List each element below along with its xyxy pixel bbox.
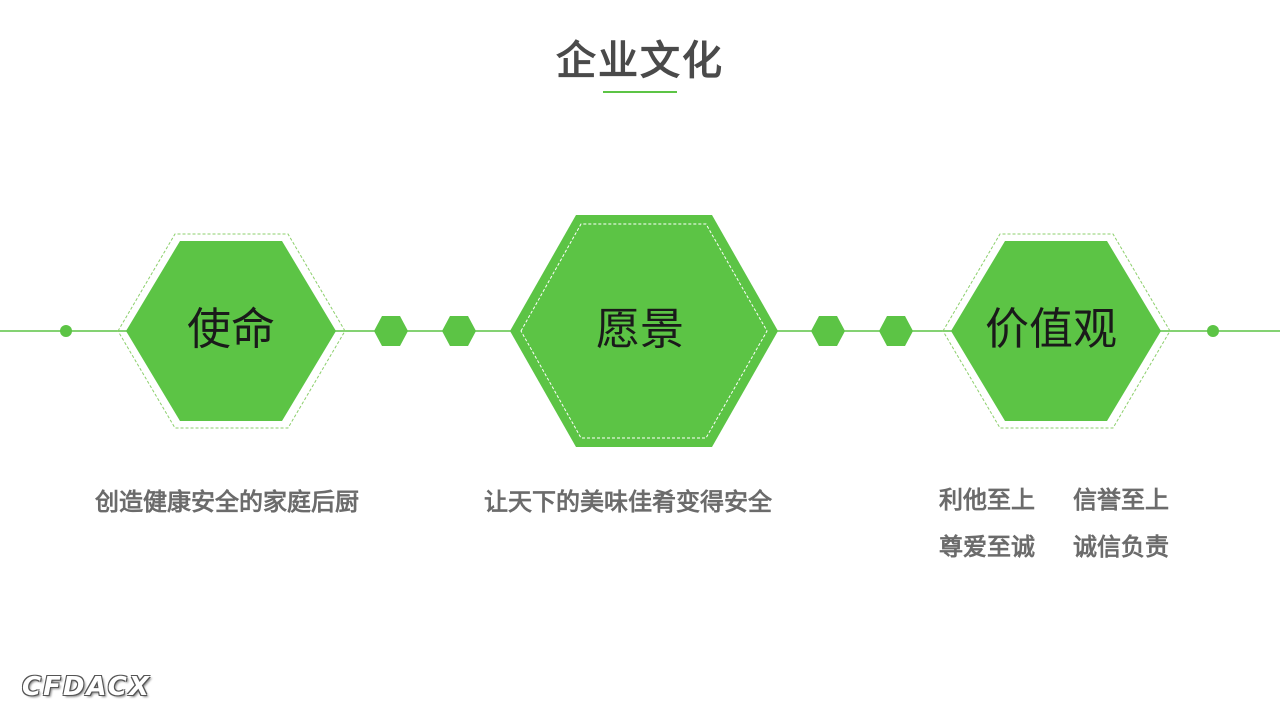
timeline-end-dot-left — [60, 325, 72, 337]
values-hexagon — [951, 241, 1161, 421]
watermark: CFDACX — [22, 672, 151, 702]
mission-hexagon-outline — [117, 233, 346, 429]
page-title: 企业文化 — [556, 38, 724, 84]
vision-hexagon — [510, 215, 778, 447]
mission-description: 创造健康安全的家庭后厨 — [95, 488, 359, 516]
title-underline — [603, 91, 677, 93]
value-item: 信誉至上 — [1073, 486, 1169, 514]
values-hexagon-outline — [942, 233, 1171, 429]
connector-hexagon — [879, 316, 913, 346]
timeline-end-dot-right — [1207, 325, 1219, 337]
mission-hexagon — [126, 241, 336, 421]
vision-description: 让天下的美味佳肴变得安全 — [484, 488, 772, 516]
connector-hexagon — [374, 316, 408, 346]
value-item: 利他至上 — [939, 486, 1035, 514]
value-item: 尊爱至诚 — [939, 533, 1035, 561]
vision-hexagon-inner-outline — [520, 223, 768, 439]
value-item: 诚信负责 — [1073, 533, 1169, 561]
values-list: 利他至上 信誉至上 尊爱至诚 诚信负责 — [939, 480, 1179, 562]
connector-hexagon — [442, 316, 476, 346]
mission-label: 使命 — [187, 304, 275, 355]
values-label: 价值观 — [985, 304, 1117, 355]
vision-label: 愿景 — [596, 304, 684, 355]
connector-hexagon — [811, 316, 845, 346]
